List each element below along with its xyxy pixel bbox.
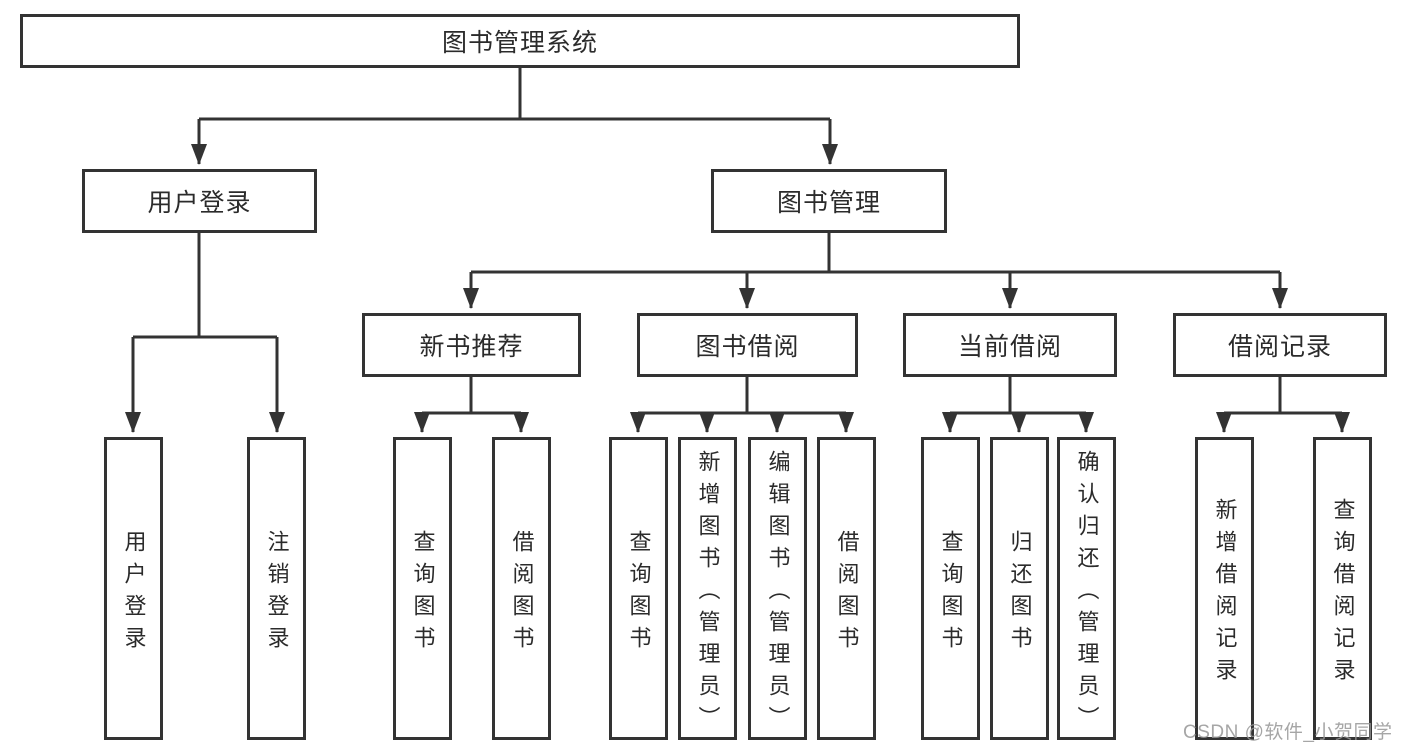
node-label: 归还图书	[1007, 529, 1033, 658]
node-label: 图书管理系统	[441, 29, 598, 57]
node-label: 借阅图书	[509, 529, 535, 658]
node-label: 注销登录	[264, 529, 290, 658]
node-label: 查询图书	[410, 529, 436, 658]
leaf-add-books-admin: 新增图书（管理员）	[678, 437, 737, 740]
node-label: 新书推荐	[419, 333, 524, 361]
node-label: 当前借阅	[957, 333, 1062, 361]
node-label: 编辑图书（管理员）	[765, 449, 791, 738]
leaf-add-borrow-record: 新增借阅记录	[1195, 437, 1254, 740]
leaf-confirm-return-admin: 确认归还（管理员）	[1057, 437, 1116, 740]
node-label: 借阅记录	[1227, 333, 1332, 361]
leaf-user-login: 用户登录	[104, 437, 163, 740]
node-label: 用户登录	[147, 189, 252, 217]
node-label: 用户登录	[121, 529, 147, 658]
node-label: 新增借阅记录	[1212, 497, 1238, 690]
leaf-edit-books-admin: 编辑图书（管理员）	[748, 437, 807, 740]
node-label: 确认归还（管理员）	[1074, 449, 1100, 738]
node-current-borrowing: 当前借阅	[903, 313, 1117, 377]
node-label: 查询借阅记录	[1330, 497, 1356, 690]
node-library-system-root: 图书管理系统	[20, 14, 1020, 68]
node-label: 借阅图书	[834, 529, 860, 658]
node-label: 图书管理	[776, 189, 881, 217]
leaf-borrow-books-recommend: 借阅图书	[492, 437, 551, 740]
leaf-search-books-current: 查询图书	[921, 437, 980, 740]
node-user-login: 用户登录	[82, 169, 317, 233]
node-label: 图书借阅	[695, 333, 800, 361]
leaf-search-books: 查询图书	[609, 437, 668, 740]
node-borrowing-records: 借阅记录	[1173, 313, 1387, 377]
leaf-search-borrow-record: 查询借阅记录	[1313, 437, 1372, 740]
leaf-borrow-books: 借阅图书	[817, 437, 876, 740]
node-new-book-recommendation: 新书推荐	[362, 313, 581, 377]
node-book-borrowing: 图书借阅	[637, 313, 858, 377]
csdn-watermark: CSDN @软件_小贺同学	[1183, 722, 1393, 743]
leaf-logout: 注销登录	[247, 437, 306, 740]
node-label: 查询图书	[626, 529, 652, 658]
node-label: 新增图书（管理员）	[695, 449, 721, 738]
leaf-search-books-recommend: 查询图书	[393, 437, 452, 740]
node-label: 查询图书	[938, 529, 964, 658]
leaf-return-books: 归还图书	[990, 437, 1049, 740]
node-book-management: 图书管理	[711, 169, 947, 233]
